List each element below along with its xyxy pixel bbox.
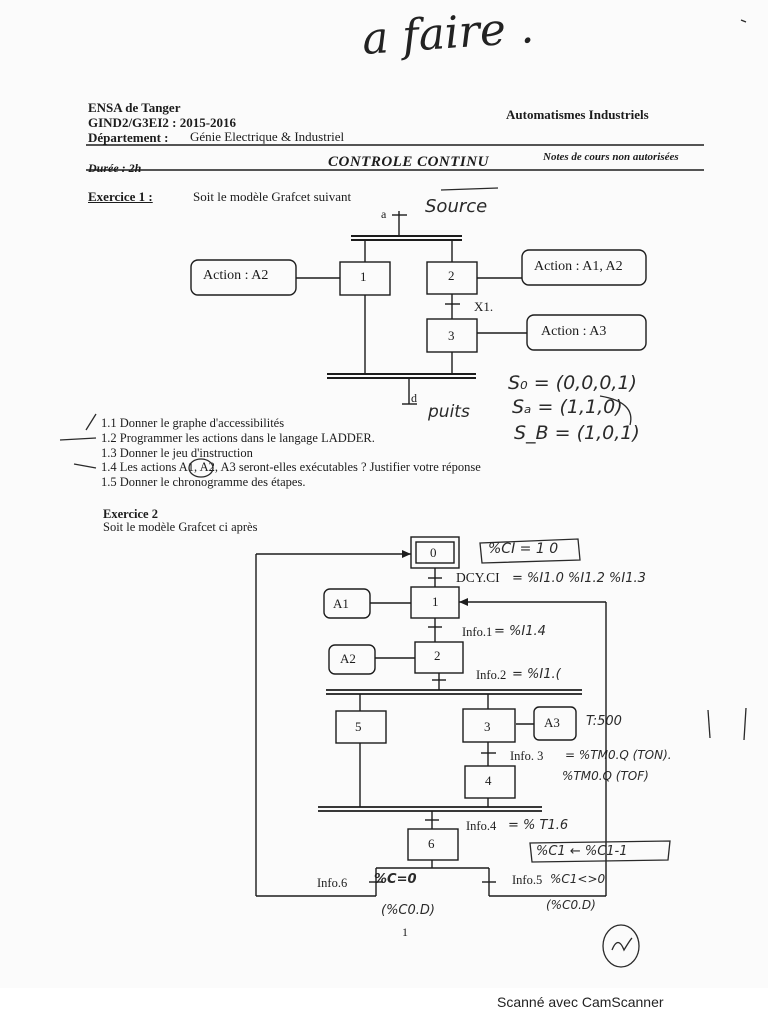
step6-note-box [529, 840, 671, 863]
edge-dot [740, 19, 747, 23]
ex2-step-4-box [464, 765, 516, 799]
class-year: GIND2/G3EI2 : 2015-2016 [88, 115, 237, 130]
ex1-action-box-a2 [190, 259, 297, 296]
ex2-step-0-inner [415, 541, 455, 564]
paper-sheet [0, 0, 768, 988]
grade-circle [602, 924, 640, 968]
circle-a1 [188, 458, 214, 478]
ex1-step-3-box [426, 318, 478, 353]
ex2-action-a3: A3 [544, 715, 560, 730]
ex1-action-box-a1-a2 [521, 249, 647, 286]
question-1-3: 1.3 Donner le jeu d'instruction [101, 446, 253, 460]
ex2-action-box-a2 [328, 644, 376, 675]
ex1-step-3: 3 [448, 328, 455, 343]
diagram-linework [59, 19, 747, 968]
state-s0: S₀ = (0,0,0,1) [508, 372, 637, 394]
ex1-action-a2: Action : A2 [203, 268, 269, 283]
tick-q1 [85, 413, 97, 431]
notes-rule: Notes de cours non autorisées [543, 151, 679, 163]
ex2-action-a1: A1 [333, 596, 349, 611]
dcy-handwritten: = %I1.0 %I1.2 %I1.3 [512, 571, 646, 586]
scanner-credit: Scanné avec CamScanner [497, 994, 664, 1010]
transition-info4: Info.4 [466, 819, 497, 833]
transition-dcy-ci: DCY.CI [456, 570, 500, 585]
ex2-step-6-box [407, 828, 459, 861]
info6-handwritten: %C=0 [374, 872, 417, 887]
ex2-step-6: 6 [428, 836, 435, 851]
exam-title: CONTROLE CONTINU [328, 154, 489, 170]
info6-handwritten-2: (%C0.D) [381, 903, 435, 918]
ex1-action-box-a3 [526, 314, 647, 351]
ex2-step-4: 4 [485, 773, 492, 788]
source-handwritten: Source [425, 196, 488, 217]
ex2-step-2-box [414, 641, 464, 674]
info3-handwritten: = %TM0.Q (TON). [565, 748, 672, 762]
bottom-mark: 1 [402, 925, 408, 939]
question-1-2: 1.2 Programmer les actions dans le langa… [101, 431, 375, 445]
info2-handwritten: = %I1.( [512, 667, 561, 682]
input-a-label: a [381, 207, 387, 221]
brace-right [599, 395, 632, 426]
stroke-source [440, 187, 499, 191]
exercise1-title: Exercice 1 : [88, 189, 153, 204]
puits-handwritten: puits [428, 402, 470, 422]
ex2-action-box-a1 [323, 588, 371, 619]
arrow-q4 [73, 463, 97, 469]
arrow-q2 [59, 437, 97, 441]
ex2-step-3-box [462, 708, 516, 743]
state-sb: S_B = (1,0,1) [514, 422, 640, 444]
ex2-action-box-a3 [533, 706, 577, 741]
step6-handwritten: %C1 ← %C1-1 [536, 844, 628, 859]
transition-info5: Info.5 [512, 873, 543, 887]
transition-info1: Info.1 [462, 625, 493, 639]
exercise2-title: Exercice 2 [103, 507, 158, 521]
ci-handwritten: %CI = 1 0 [488, 541, 559, 557]
state-sa: Sₐ = (1,1,0) [512, 396, 623, 418]
ex1-step-2-box [426, 261, 478, 295]
question-1-5: 1.5 Donner le chronogramme des étapes. [101, 475, 306, 489]
ex2-step-1-box [410, 586, 460, 619]
input-d-label: d [411, 391, 417, 405]
ex2-step-3: 3 [484, 719, 491, 734]
transition-x1-label: X1. [474, 299, 494, 314]
scanner-footer: Scanné avec CamScanner [0, 988, 768, 1024]
info1-handwritten: = %I1.4 [494, 624, 546, 639]
transition-info2: Info.2 [476, 668, 507, 682]
ex2-step-5: 5 [355, 719, 362, 734]
ex1-step-2: 2 [448, 268, 455, 283]
ex2-step-2: 2 [434, 648, 441, 663]
exercise1-intro: Soit le modèle Grafcet suivant [193, 189, 352, 204]
grade-mark [611, 937, 633, 952]
bracket-right [743, 707, 747, 741]
pen-marks [59, 19, 747, 968]
ci-note-box [479, 538, 581, 564]
ex2-step-0: 0 [430, 545, 437, 560]
transition-info3: Info. 3 [510, 749, 544, 763]
exam-duration: Durée : 2h [88, 161, 142, 175]
ex1-step-1-box [339, 261, 391, 296]
school-name: ENSA de Tanger [88, 100, 181, 115]
question-1-4: 1.4 Les actions A1, A2, A3 seront-elles … [101, 460, 481, 474]
department-label: Département : [88, 130, 169, 145]
course-title: Automatismes Industriels [506, 107, 649, 122]
ex1-action-a3: Action : A3 [541, 324, 607, 339]
exercise2-intro: Soit le modèle Grafcet ci après [103, 520, 258, 534]
ex1-action-a1-a2: Action : A1, A2 [534, 259, 623, 274]
info4-handwritten: = % T1.6 [508, 818, 569, 833]
ex2-step-5-box [335, 710, 387, 744]
question-1-1: 1.1 Donner le graphe d'accessibilités [101, 416, 285, 430]
transition-info6: Info.6 [317, 876, 348, 890]
bracket-left [707, 709, 711, 739]
department-name: Génie Electrique & Industriel [190, 129, 345, 144]
info5-handwritten: %C1<>0 [550, 872, 606, 886]
info5-handwritten-2: (%C0.D) [546, 898, 596, 912]
a3-handwritten: T:500 [586, 714, 622, 729]
ex2-step-1: 1 [432, 594, 439, 609]
ex1-step-1: 1 [360, 269, 367, 284]
ex2-action-a2: A2 [340, 651, 356, 666]
